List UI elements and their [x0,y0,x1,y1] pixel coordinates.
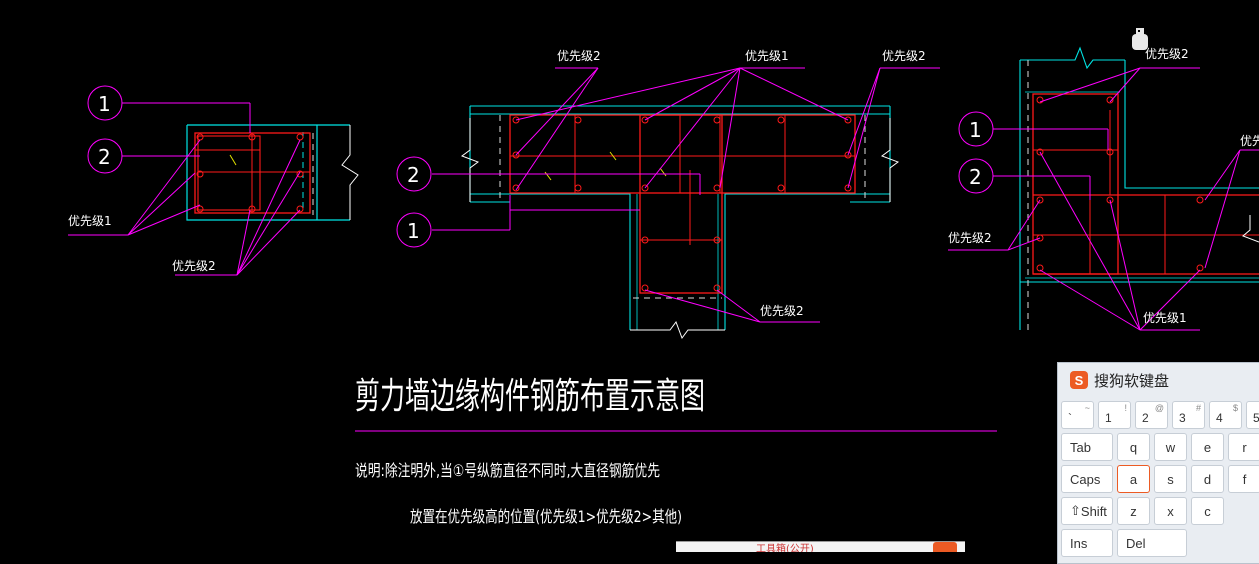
key-1[interactable]: !1 [1098,401,1131,429]
middle-tjunction-section [396,67,940,340]
cad-drawing-canvas: 1 2 2 1 1 2 优先级1 优先级2 优先级2 优先级1 优先级2 优先级… [68,46,1259,526]
keyboard-row-numbers: ~` !1 @2 #3 $4 5 [1061,401,1259,429]
key-char: 1 [1105,411,1112,425]
sogou-tray-icon[interactable] [933,542,957,552]
sogou-logo-icon: S [1070,371,1088,389]
key-label: Shift [1080,503,1107,519]
priority2-label-mid-top: 优先级2 [557,49,601,63]
note-line-2: 放置在优先级高的位置(优先级1>优先级2>其他) [410,507,682,526]
keyboard-row-bottom: Ins Del [1061,529,1187,557]
soft-keyboard-title: 搜狗软键盘 [1094,372,1170,390]
bottom-window-strip[interactable]: 工具箱(公开) [676,541,965,552]
key-shift-char: @ [1154,403,1164,413]
key-char: ` [1068,411,1072,425]
priority2-label-mid-right: 优先级2 [882,49,926,63]
circle-label-1-left: 1 [98,92,111,116]
shift-arrow-icon: ⇧ [1070,503,1081,518]
priority1-label-right-edge: 优先级1 [1240,134,1259,148]
key-a[interactable]: a [1117,465,1150,493]
circle-label-2-mid: 2 [407,163,420,187]
key-s[interactable]: s [1154,465,1187,493]
key-c[interactable]: c [1191,497,1224,525]
key-f[interactable]: f [1228,465,1259,493]
priority1-label-right-bottom: 优先级1 [1143,311,1187,325]
key-del[interactable]: Del [1117,529,1187,557]
soft-keyboard-panel[interactable]: S 搜狗软键盘 ~` !1 @2 #3 $4 5 Tab q w e r Cap… [1057,362,1259,564]
circle-label-1-mid: 1 [407,219,420,243]
key-2[interactable]: @2 [1135,401,1168,429]
priority2-label-left: 优先级2 [172,259,216,273]
priority1-label-left: 优先级1 [68,214,112,228]
key-q[interactable]: q [1117,433,1150,461]
keyboard-row-zxcv: ⇧Shift z x c [1061,497,1224,525]
usb-drive-icon[interactable] [1129,26,1151,52]
priority2-label-mid-bottom: 优先级2 [760,304,804,318]
keyboard-row-qwerty: Tab q w e r [1061,433,1259,461]
diagram-title: 剪力墙边缘构件钢筋布置示意图 [355,376,705,417]
key-char: 2 [1142,411,1149,425]
key-char: 5 [1253,411,1259,425]
key-4[interactable]: $4 [1209,401,1242,429]
right-lcorner-section [948,46,1259,331]
key-r[interactable]: r [1228,433,1259,461]
key-x[interactable]: x [1154,497,1187,525]
note-line-1: 说明:除注明外,当①号纵筋直径不同时,大直径钢筋优先 [355,461,660,480]
keyboard-row-asdf: Caps a s d f [1061,465,1259,493]
circle-label-2-right: 2 [969,165,982,189]
key-3[interactable]: #3 [1172,401,1205,429]
soft-keyboard-header[interactable]: S 搜狗软键盘 [1058,363,1259,397]
bottom-window-title: 工具箱(公开) [756,544,814,552]
key-shift-char: ! [1124,403,1127,413]
key-caps[interactable]: Caps [1061,465,1113,493]
priority2-label-right: 优先级2 [948,231,992,245]
key-ins[interactable]: Ins [1061,529,1113,557]
key-tab[interactable]: Tab [1061,433,1113,461]
key-z[interactable]: z [1117,497,1150,525]
key-5[interactable]: 5 [1246,401,1259,429]
circle-label-2-left: 2 [98,145,111,169]
key-e[interactable]: e [1191,433,1224,461]
priority2-label-right-top: 优先级2 [1145,47,1189,61]
key-backtick[interactable]: ~` [1061,401,1094,429]
key-char: 3 [1179,411,1186,425]
key-w[interactable]: w [1154,433,1187,461]
left-column-section [68,85,359,276]
key-shift-char: ~ [1084,403,1090,413]
circle-label-1-right: 1 [969,118,982,142]
priority1-label-mid: 优先级1 [745,49,789,63]
key-shift-char: $ [1232,403,1238,413]
key-shift[interactable]: ⇧Shift [1061,497,1113,525]
key-shift-char: # [1195,403,1201,413]
key-d[interactable]: d [1191,465,1224,493]
key-char: 4 [1216,411,1223,425]
